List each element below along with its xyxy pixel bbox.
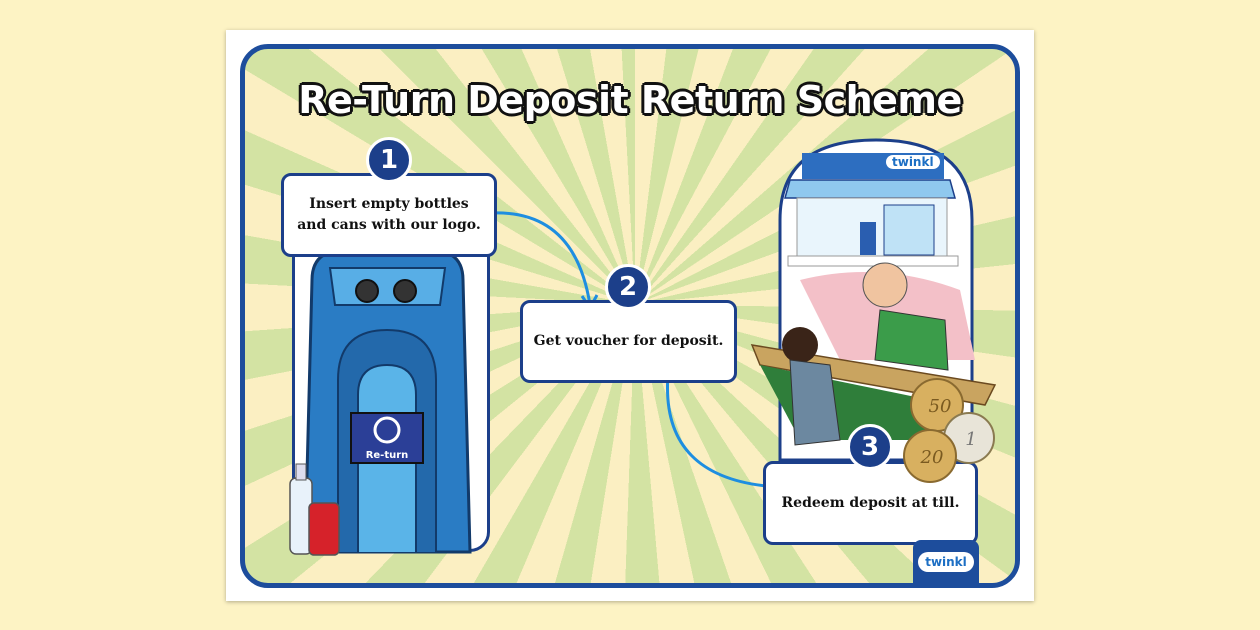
step-3-badge: 3: [847, 424, 893, 470]
shop-sign: twinkl: [886, 155, 940, 169]
arrow-1-to-2: [491, 211, 592, 306]
step-2-text: Get voucher for deposit.: [533, 333, 724, 349]
arrow-2-to-3: [665, 374, 779, 489]
step-1-box: Insert empty bottles and cans with our l…: [281, 173, 497, 257]
page-title: Re-Turn Deposit Return Scheme: [298, 78, 962, 122]
step-1-text: Insert empty bottles and cans with our l…: [297, 196, 481, 233]
can: [308, 502, 340, 556]
step-3-text: Redeem deposit at till.: [781, 494, 960, 511]
step-2-box: Get voucher for deposit.: [520, 300, 737, 383]
step-2-badge: 2: [605, 264, 651, 310]
machine-logo-text: Re-turn: [366, 450, 409, 461]
twinkl-logo: twinkl: [913, 540, 979, 583]
shop-scene: [750, 138, 997, 462]
step-1-badge: 1: [366, 137, 412, 183]
machine-slot-left: [355, 279, 379, 303]
machine-slot-right: [393, 279, 417, 303]
step-3-box: Redeem deposit at till.: [763, 461, 978, 545]
